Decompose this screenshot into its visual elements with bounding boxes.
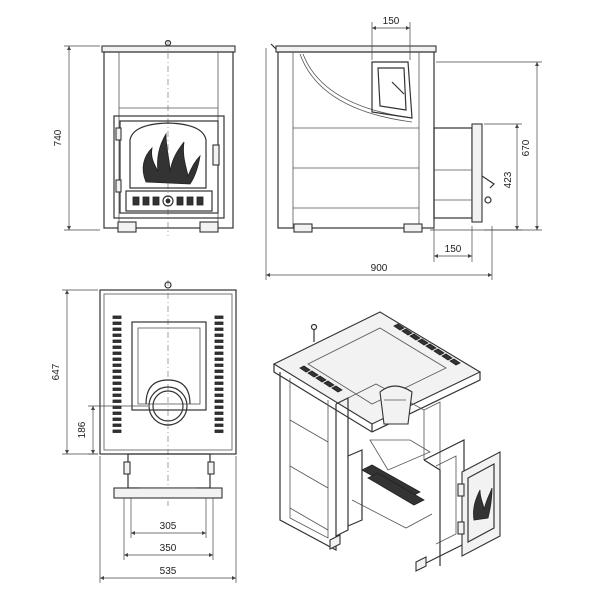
dim-text-900: 900	[371, 263, 388, 274]
iso-left-wall	[279, 372, 337, 552]
dim-text-535: 535	[160, 566, 177, 577]
iso-feet	[329, 534, 427, 572]
plan-view	[99, 280, 237, 506]
dimension-740: 740	[53, 45, 100, 231]
dimension-535: 535	[99, 456, 237, 583]
iso-door-tunnel	[423, 439, 465, 566]
ash-door-front	[125, 190, 213, 212]
dim-text-305: 305	[160, 521, 177, 532]
side-view	[270, 43, 495, 233]
dimension-150-bottom: 150	[433, 220, 473, 262]
chimney-side	[371, 61, 413, 119]
dimension-350: 350	[123, 498, 214, 560]
door-tunnel-plan	[113, 453, 223, 499]
dim-text-740: 740	[53, 129, 64, 146]
iso-inner-cutaway	[335, 383, 441, 537]
front-view	[101, 39, 236, 236]
dimension-423: 423	[484, 123, 522, 231]
dim-text-150-top: 150	[383, 16, 400, 27]
dim-text-186: 186	[77, 421, 88, 438]
firebox-tunnel-side	[433, 123, 495, 223]
flame-icon	[142, 132, 201, 185]
chimney-outlet-plan	[145, 379, 191, 426]
dimension-150-top: 150	[371, 16, 411, 60]
iso-vent-slots	[299, 323, 461, 393]
dim-text-647: 647	[51, 363, 62, 380]
dimension-186: 186	[77, 405, 148, 455]
dimension-900: 900	[265, 48, 493, 280]
firebox-door-front	[113, 115, 225, 219]
stone-compartment-plan	[131, 321, 207, 411]
dim-text-350: 350	[160, 543, 177, 554]
iso-top-slab	[272, 311, 482, 433]
isometric-cutaway-view	[272, 311, 501, 572]
vent-slots-left	[112, 315, 122, 433]
dimension-670: 670	[430, 61, 542, 231]
dim-text-150-bottom: 150	[445, 244, 462, 255]
vent-slots-right	[214, 315, 224, 433]
dimension-305: 305	[130, 498, 207, 538]
dim-text-423: 423	[503, 171, 514, 188]
iso-open-door	[457, 451, 501, 557]
dim-text-670: 670	[521, 139, 532, 156]
dimension-647: 647	[51, 289, 98, 455]
